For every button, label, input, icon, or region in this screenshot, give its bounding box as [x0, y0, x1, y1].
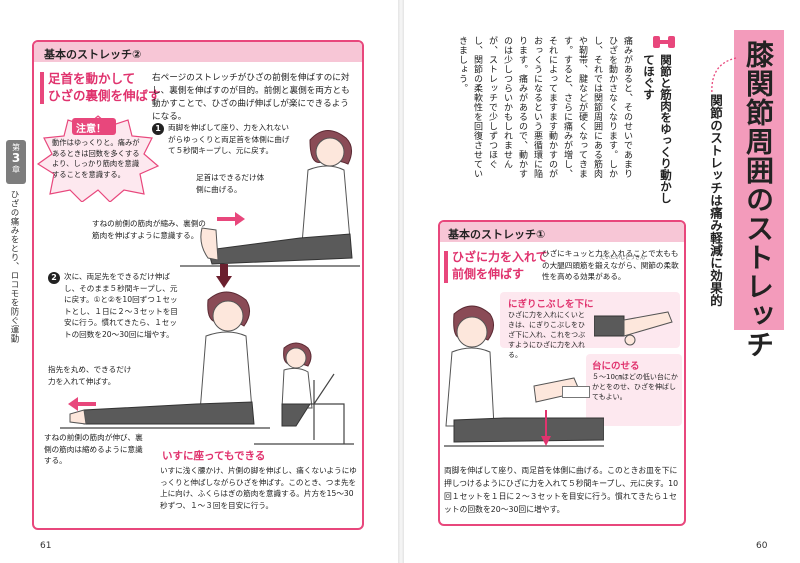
stretch1-main-text: 両脚を伸ばして座り、両足首を体側に曲げる。このときお皿を下に押しつけるようにひざ… [444, 466, 679, 514]
fig4-head [456, 316, 488, 348]
step1-text: 両脚を伸ばして座り、力を入れないがらゆっくりと両足首を体側に曲げて５秒間キープし… [168, 123, 290, 155]
stretch2-header: 基本のストレッチ② [44, 48, 142, 61]
fig4-torso [445, 347, 495, 427]
dumbbell-icon [653, 36, 675, 48]
page-subtitle: 関節のストレッチは痛み軽減に効果的 [708, 94, 723, 307]
caution-text: 動作はゆっくりと。痛みがあるときは回数を多くするより、しっかり筋肉を意識すること… [52, 138, 140, 179]
chapter-tab-label2: 章 [12, 165, 20, 174]
fig3-head [285, 347, 307, 369]
arrow-ankle-shape [217, 212, 245, 226]
fig1-feet [200, 227, 219, 261]
figure-step1 [180, 130, 360, 267]
stretch2-title-line2: ひざの裏側を伸ばす [48, 88, 161, 103]
fig3-leg [281, 403, 311, 427]
fig3-chair [310, 373, 345, 444]
tip1-text: ひざに力を入れにくいときは、にぎりこぶしをひざ下に入れ、これをつぶすようにひざに… [508, 311, 586, 359]
page-title: 膝関節周囲のストレッチ [742, 40, 775, 359]
stretch1-header-bar [440, 222, 684, 242]
arrow-down-shape [216, 264, 232, 288]
figure-step2 [60, 291, 270, 429]
chair-title: いすに座ってもできる [162, 450, 266, 462]
note-ankle: 足首はできるだけ体側に曲げる。 [196, 173, 265, 194]
tip2-text: ５～10㎝ほどの低い台にかかとをのせ、ひざを伸ばしてもよい。 [592, 373, 678, 401]
note-toe: 指先を丸め、できるだけ力を入れて伸ばす。 [48, 365, 132, 386]
right-page: 膝関節周囲のストレッチ 関節のストレッチは痛み軽減に効果的 関節と筋肉をゆっくり… [404, 0, 800, 563]
column-heading: 関節と筋肉をゆっくり動かしてほぐす [642, 54, 673, 204]
note-front: すねの前側の筋肉が縮み、裏側の筋肉を伸ばすように意識する。 [92, 219, 206, 240]
stretch2-title: 足首を動かして ひざの裏側を伸ばす [48, 70, 161, 104]
step2-text: 次に、両足先をできるだけ伸ばし、そのまま５秒間キープし、元に戻す。①と②を10回… [64, 272, 178, 339]
step2-badge: 2 [48, 272, 60, 284]
fig4-legs [453, 417, 604, 443]
fig3-torso [281, 367, 313, 409]
stretch1-title-line1: ひざに力を入れて [452, 250, 548, 264]
subtitle-dotted-line [711, 57, 737, 95]
caution-burst [36, 112, 160, 203]
figure-stretch1 [444, 305, 604, 447]
stretch1-title-line2: 前側を伸ばす [452, 267, 525, 281]
stretch1-frame [438, 220, 686, 526]
arrow-down-step [216, 264, 232, 288]
stretch1-intro: ひざにキュッと力を入れることで太ももの大腿四頭筋を鍛えながら、関節の柔軟性を高め… [542, 249, 679, 281]
caution-title: 注意！ [76, 124, 106, 135]
right-page-number: 60 [756, 541, 768, 551]
fig1-head [315, 137, 345, 167]
tip2-box [586, 354, 682, 426]
arrow-toe-shape [68, 397, 96, 411]
heel-block [562, 386, 590, 398]
tip1-fist [624, 334, 636, 346]
stretch2-title-marker [40, 72, 44, 104]
tip2-title: 台にのせる [592, 361, 640, 372]
ruby-reading: だいたいしとうきん [600, 255, 646, 261]
stretch2-frame [32, 40, 364, 530]
figure-chair [254, 342, 354, 445]
left-page: 第 3 章 ひざの痛みをとり、ロコモを防ぐ運動 基本のストレッチ② 足首を動かし… [0, 0, 398, 563]
arrow-toe [68, 397, 96, 411]
caution-title-bg [72, 118, 116, 135]
stretch1-title: ひざに力を入れて 前側を伸ばす [452, 249, 548, 283]
chapter-tab: 第 3 章 [6, 140, 26, 184]
chapter-tab-label1: 第 [12, 143, 20, 152]
stretch1-title-marker [444, 251, 448, 283]
stretch2-title-line1: 足首を動かして [48, 71, 136, 86]
chapter-tab-number: 3 [11, 151, 21, 165]
fig2-torso [199, 331, 253, 413]
chair-text: いすに浅く腰かけ、片側の脚を伸ばし、痛くないようにゆっくりと伸ばしながらひざを伸… [160, 466, 357, 510]
fig2-feet [69, 409, 87, 425]
left-page-number: 61 [40, 541, 52, 551]
column-text: 痛みがあると、そのせいであまりひざを動かさなくなります。しかし、それでは関節周囲… [457, 36, 632, 179]
arrow-knee-down [541, 410, 551, 446]
tip1-leg-figure [594, 311, 673, 346]
fig2-legs [83, 401, 255, 425]
fig1-legs [207, 233, 353, 265]
caution-burst-shape [36, 115, 160, 203]
stretch2-intro: 右ページのストレッチがひざの前側を伸ばすのに対し、裏側を伸ばすのが目的。前側と裏… [152, 73, 350, 122]
fig2-head [212, 300, 244, 332]
note-back: すねの前側の筋肉が伸び、裏側の筋肉は縮めるように意識する。 [44, 433, 143, 465]
page-gutter [398, 0, 404, 563]
step1-badge: 1 [152, 123, 164, 135]
title-band [734, 30, 784, 330]
fig1-torso [301, 165, 351, 245]
arrow-knee-shape [541, 410, 551, 446]
tip1-title: にぎりこぶしを下に [508, 299, 594, 310]
tip1-leg-shin [623, 311, 673, 337]
stretch2-header-bar [34, 42, 362, 62]
arrow-ankle [217, 212, 245, 226]
stretch1-header: 基本のストレッチ① [448, 228, 546, 241]
chapter-subtitle: ひざの痛みをとり、ロコモを防ぐ運動 [9, 190, 19, 343]
